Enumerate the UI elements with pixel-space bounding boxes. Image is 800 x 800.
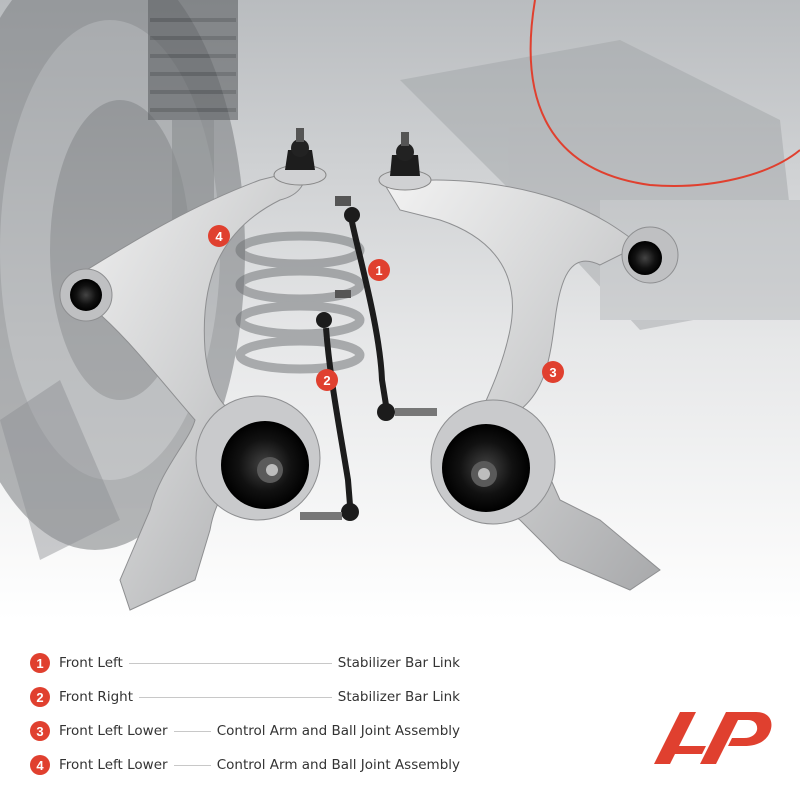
stabilizer-link-front-left bbox=[335, 196, 437, 421]
legend-row: 4 Front Left Lower Control Arm and Ball … bbox=[30, 748, 460, 782]
svg-text:2: 2 bbox=[323, 373, 330, 388]
product-photo: 1 2 3 4 bbox=[0, 0, 800, 620]
callout-1: 1 bbox=[368, 259, 390, 281]
svg-text:1: 1 bbox=[375, 263, 382, 278]
legend-row: 2 Front Right Stabilizer Bar Link bbox=[30, 680, 460, 714]
svg-text:4: 4 bbox=[215, 229, 223, 244]
item-number-badge: 3 bbox=[30, 721, 50, 741]
position-label: Front Right bbox=[59, 689, 133, 705]
item-number-badge: 1 bbox=[30, 653, 50, 673]
position-label: Front Left Lower bbox=[59, 757, 168, 773]
part-name: Stabilizer Bar Link bbox=[337, 689, 460, 705]
part-name: Control Arm and Ball Joint Assembly bbox=[216, 757, 460, 773]
leader-line bbox=[173, 730, 211, 732]
svg-text:3: 3 bbox=[549, 365, 556, 380]
position-label: Front Left Lower bbox=[59, 723, 168, 739]
position-label: Front Left bbox=[59, 655, 123, 671]
parts-legend: 1 Front Left Stabilizer Bar Link 2 Front… bbox=[30, 646, 460, 782]
part-name: Stabilizer Bar Link bbox=[337, 655, 460, 671]
callout-4: 4 bbox=[208, 225, 230, 247]
legend-row: 3 Front Left Lower Control Arm and Ball … bbox=[30, 714, 460, 748]
accent-arc bbox=[529, 0, 800, 187]
item-number-badge: 2 bbox=[30, 687, 50, 707]
part-name: Control Arm and Ball Joint Assembly bbox=[216, 723, 460, 739]
leader-line bbox=[173, 764, 211, 766]
a-premium-logo-icon bbox=[652, 708, 774, 766]
leader-line bbox=[128, 662, 332, 664]
stabilizer-link-front-right bbox=[300, 290, 359, 521]
leader-line bbox=[139, 696, 332, 698]
background-shock-absorber bbox=[148, 0, 238, 230]
left-control-arm bbox=[59, 128, 327, 611]
callout-2: 2 bbox=[316, 369, 338, 391]
right-control-arm bbox=[378, 132, 679, 591]
legend-row: 1 Front Left Stabilizer Bar Link bbox=[30, 646, 460, 680]
item-number-badge: 4 bbox=[30, 755, 50, 775]
callout-3: 3 bbox=[542, 361, 564, 383]
